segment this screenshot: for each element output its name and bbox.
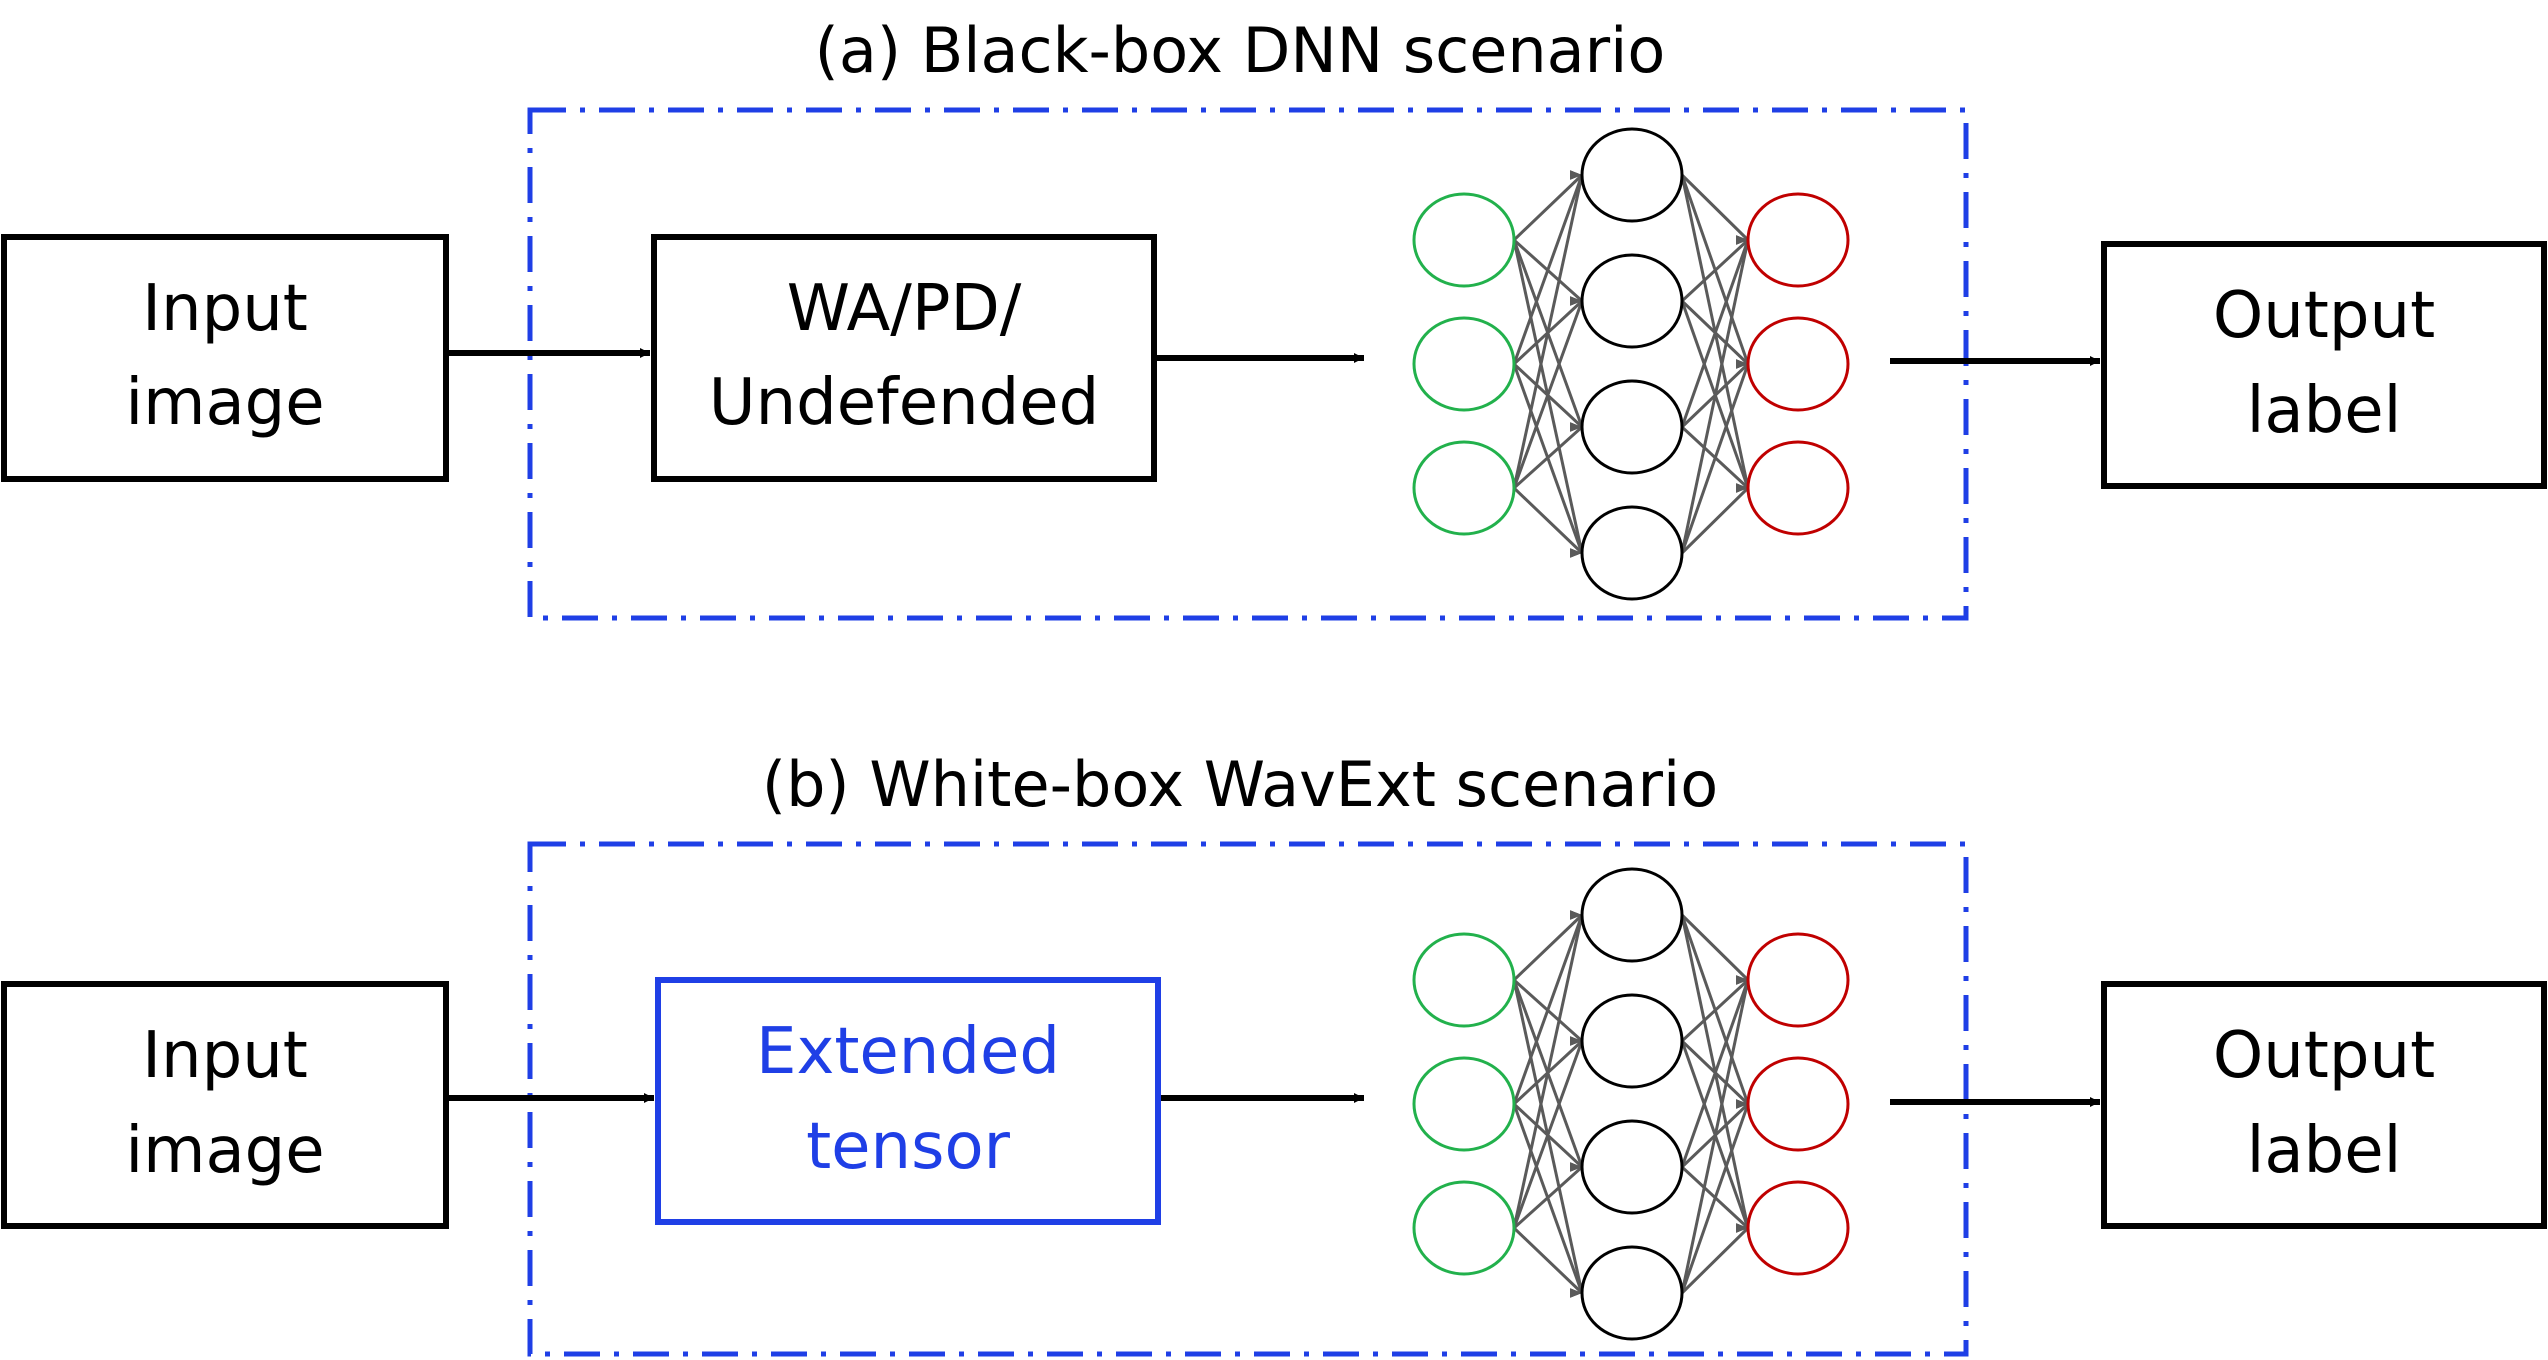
panel-a-network-edge-l1-2-0 [1680,235,1750,428]
panel-b-network-edge-l0-2-0 [1512,910,1584,1229]
panel-b-network-hidden-node-2 [1580,993,1684,1089]
panel-a-network-edge-l1-3-0 [1680,235,1750,554]
panel-a-network-edge-l0-1-0 [1512,170,1584,365]
panel-b-network-edge-l1-1-0 [1680,975,1750,1043]
panel-b-title: (b) White-box WavExt scenario [762,748,1718,821]
panel-b-output-line-2: label [2247,1114,2402,1188]
panel-b-network-input-node-3 [1412,1180,1516,1276]
panel-b-input-box: Input image [1,981,449,1229]
panel-b-network-hidden-node-3 [1580,1119,1684,1215]
panel-a-network-output-node-3 [1746,440,1850,536]
panel-a-network-edge-l0-2-2 [1512,422,1584,490]
panel-a-output-line-1: Output [2213,279,2435,353]
panel-a-network-edge-l0-2-0 [1512,170,1584,489]
panel-b-network-edge-l1-0-0 [1680,913,1750,985]
panel-b-network-output-node-2 [1746,1056,1850,1152]
panel-b: (b) White-box WavExt scenario Input imag… [1,748,2547,1357]
panel-b-network-edge-l0-1-0 [1512,910,1584,1105]
panel-a-network-edge-l1-3-2 [1680,483,1750,555]
panel-b-network-hidden-node-4 [1580,1245,1684,1341]
panel-a-network-input-node-3 [1412,440,1516,536]
panel-a-output-line-2: label [2247,374,2402,448]
panel-b-network-edge-l0-2-1 [1512,1036,1584,1229]
panel-a-title: (a) Black-box DNN scenario [815,14,1666,87]
panel-b-network-edge-l1-3-1 [1680,1099,1750,1294]
panel-b-input-line-2: image [125,1114,324,1188]
panel-a-network-output-node-2 [1746,316,1850,412]
panel-b-network-output-node-1 [1746,932,1850,1028]
panel-a-network-hidden-node-2 [1580,253,1684,349]
panel-a-network-edge-l0-2-1 [1512,296,1584,489]
panel-a-input-box: Input image [1,234,449,482]
panel-b-network-edge-l1-3-2 [1680,1223,1750,1295]
panel-a: (a) Black-box DNN scenario Input image W… [1,14,2547,621]
panel-b-network-edge-l1-3-0 [1680,975,1750,1294]
panel-a-network-input-node-2 [1412,316,1516,412]
panel-b-process-box: Extended tensor [655,977,1161,1225]
panel-b-network-output-node-3 [1746,1180,1850,1276]
panel-a-process-line-2: Undefended [709,366,1100,440]
panel-a-network-edge-l0-2-3 [1512,486,1584,558]
panel-a-process-line-1: WA/PD/ [787,272,1022,346]
panel-a-network-edge-l1-3-1 [1680,359,1750,554]
panel-a-network-edge-l1-1-0 [1680,235,1750,303]
panel-a-network-output-node-1 [1746,192,1850,288]
panel-b-output-line-1: Output [2213,1019,2435,1093]
panel-b-network-edge-l1-2-0 [1680,975,1750,1168]
panel-a-input-line-1: Input [142,272,308,346]
panel-a-input-line-2: image [125,366,324,440]
panel-b-output-box: Output label [2101,981,2547,1229]
panel-b-network-hidden-node-1 [1580,867,1684,963]
panel-b-process-line-1: Extended [756,1015,1060,1089]
panel-b-network-edge-l0-0-0 [1512,910,1584,982]
panel-a-process-box: WA/PD/ Undefended [651,234,1157,482]
panel-b-process-line-2: tensor [806,1110,1011,1184]
panel-a-network-hidden-node-4 [1580,505,1684,601]
panel-a-network-hidden-node-3 [1580,379,1684,475]
panel-a-network-hidden-node-1 [1580,127,1684,223]
panel-b-input-line-1: Input [142,1019,308,1093]
panel-b-network-edge-l0-2-3 [1512,1226,1584,1298]
panel-b-network-edge-l0-2-2 [1512,1162,1584,1230]
panel-a-network-input-node-1 [1412,192,1516,288]
panel-b-neural-network [1412,867,1850,1341]
panel-a-network-edge-l1-0-0 [1680,173,1750,245]
panel-a-output-box: Output label [2101,241,2547,489]
panel-b-network-input-node-1 [1412,932,1516,1028]
panel-b-network-input-node-2 [1412,1056,1516,1152]
panel-a-neural-network [1412,127,1850,601]
panel-a-network-edge-l0-0-0 [1512,170,1584,242]
